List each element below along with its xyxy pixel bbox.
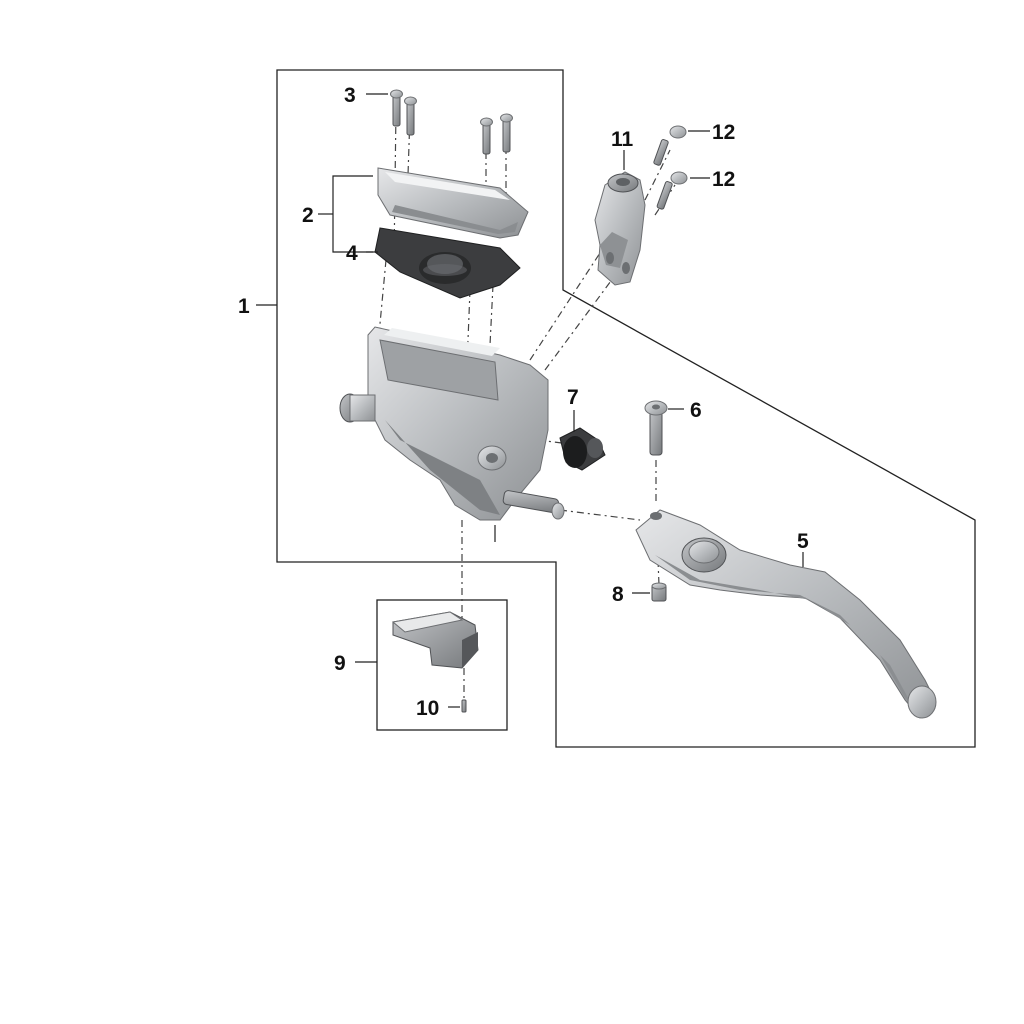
callout-2: 2: [302, 204, 314, 227]
switch-frame: [376, 599, 508, 731]
assembly-frame: [276, 69, 976, 748]
hand-lever: [635, 509, 937, 719]
callout-9: 9: [334, 652, 346, 675]
cover-screws: [390, 89, 513, 155]
callout-1: 1: [238, 295, 250, 318]
reservoir-cover: [377, 167, 529, 239]
dust-boot: [559, 427, 606, 471]
switch-screw: [461, 699, 467, 713]
callout-6: 6: [690, 399, 702, 422]
callout-labels: 1 2 3 4 5 6 7 8 9 10 11 12 12: [238, 84, 809, 720]
handlebar-clamp: [594, 171, 646, 286]
reservoir-diaphragm: [374, 227, 521, 299]
callout-3: 3: [344, 84, 356, 107]
leader-lines: [256, 93, 804, 708]
callout-4: 4: [346, 242, 358, 265]
pivot-nut: [651, 582, 667, 602]
callout-5: 5: [797, 530, 809, 553]
brake-light-switch: [391, 611, 479, 669]
callout-7: 7: [567, 386, 579, 409]
callout-12-upper: 12: [712, 121, 735, 144]
callout-12-lower: 12: [712, 168, 735, 191]
lever-pivot-bolt: [644, 400, 668, 456]
callout-11: 11: [611, 128, 634, 151]
callout-8: 8: [612, 583, 624, 606]
master-cylinder-body: [339, 326, 565, 542]
callout-10: 10: [416, 697, 439, 720]
clamp-bolts: [653, 125, 688, 210]
